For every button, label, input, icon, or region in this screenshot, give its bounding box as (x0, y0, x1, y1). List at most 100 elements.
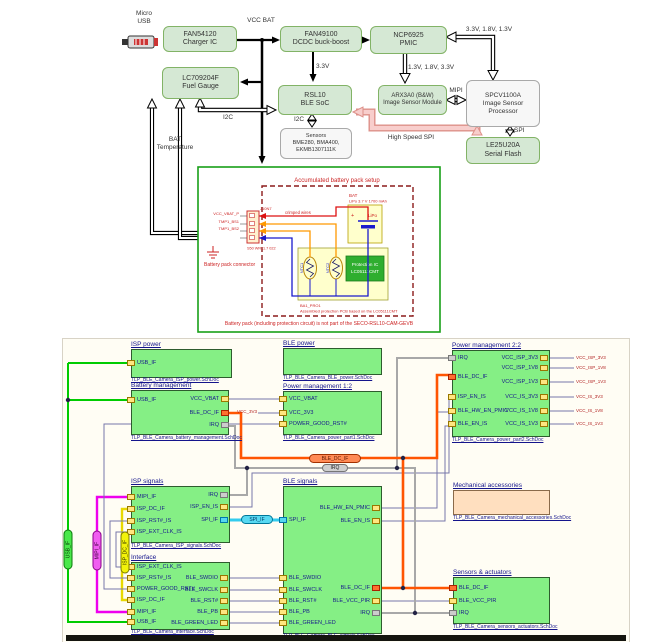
protection-pcb-ref: BA1_PRO1 (300, 303, 321, 308)
ntc1-label: NTC1 (299, 262, 304, 273)
sheet-caption-power-management-1: TLP_BLE_Camera_power_part1.SchDoc (283, 435, 375, 441)
block-image-sensor-module: ARX3A0 (B&W) Image Sensor Module (378, 85, 447, 115)
sheet-caption-interface: TLP_BLE_Camera_interface.SchDoc (131, 629, 214, 635)
label-rails-out: 1.3V, 1.8V, 3.3V (408, 64, 455, 71)
port-ble-swclk: BLE_SWCLK (279, 587, 322, 593)
net-label-vcc-is-1v3: VCC_IS_1V3 (576, 421, 603, 426)
sheet-title-ble-power: BLE power (283, 340, 315, 347)
port-mipi-if: MIPI_IF (127, 609, 156, 615)
sheet-ble-power (283, 348, 382, 375)
sheet-caption-isp-power: TLP_BLE_Camera_ISP_power.SchDoc (131, 377, 219, 383)
port-isp-rst-is: ISP_RST#_IS (127, 518, 171, 524)
wire-label-irq: IRQ (322, 464, 348, 472)
port-isp-dc-if: ISP_DC_IF (127, 506, 165, 512)
port-ble-swclk: BLE_SWCLK (185, 587, 228, 593)
arrow-mipi (444, 94, 468, 106)
battery-spec: LiPo 3.7 V 1700 mAh (349, 199, 387, 204)
battery-ref: BAT (349, 193, 358, 198)
ntc2-label: NTC2 (325, 262, 330, 273)
block-charger-ic: FAN54120 Charger IC (163, 26, 237, 52)
port-ble-green-led: BLE_GREEN_LED (171, 620, 228, 626)
net-label-vcc-is-1v8: VCC_IS_1V8 (576, 408, 603, 413)
port-ble-en-is: BLE_EN_IS (448, 421, 487, 427)
port-irq: IRQ (449, 610, 469, 616)
port-power-good-rst: POWER_GOOD_RST# (279, 421, 347, 427)
block-image-sensor-processor: SPCV1100A Image Sensor Processor (466, 80, 540, 127)
sheet-caption-isp-signals: TLP_BLE_Camera_ISP_signals.SchDoc (131, 543, 222, 549)
block-sensors: Sensors BME280, BMA400, EKMB1307111K (280, 128, 352, 159)
sheet-title-isp-power: ISP power (131, 341, 161, 348)
protection-ic-line1: Protection IC (352, 262, 379, 267)
micro-usb-label: Micro USB (136, 10, 152, 25)
net-label-vcc-isp-1v3: VCC_ISP_1V3 (576, 379, 606, 384)
sheet-mechanical-accessories (453, 490, 550, 515)
port-usb-if: USB_IF (127, 619, 156, 625)
port-ble-hw-en-pmic: BLE_HW_EN_PMIC (448, 408, 508, 414)
port-usb-if: USB_IF (127, 397, 156, 403)
label-i2c-horizontal: I2C (222, 114, 234, 121)
sheet-title-power-management-1: Power management 1:2 (283, 383, 353, 390)
label-high-speed-spi: High Speed SPI (387, 134, 435, 141)
battery-setup-title: Accumulated battery pack setup (294, 178, 380, 184)
sheet-caption-mechanical-accessories: TLP_BLE_Camera_mechanical_accessories.Sc… (453, 515, 572, 521)
port-isp-en-is: ISP_EN_IS (190, 504, 228, 510)
protection-ic-line2: LC05111CMT (351, 269, 379, 274)
net-label-vcc-isp-3v3: VCC_ISP_3V3 (576, 355, 606, 360)
sheet-power-management-2 (452, 350, 550, 437)
port-irq: IRQ (209, 422, 229, 428)
port-ble-dc-if: BLE_DC_IF (341, 585, 380, 591)
port-isp-ext-clk-is: ISP_EXT_CLK_IS (127, 564, 182, 570)
micro-usb-icon (122, 35, 158, 49)
port-vcc-vbat: VCC_VBAT (190, 396, 229, 402)
port-vcc-is-1v8: VCC_IS_1V8 (505, 408, 548, 414)
battery-plus: + (351, 213, 354, 219)
wire-label-spi-if: SPI_IF (241, 515, 273, 524)
sheet-title-interface: Interface (131, 554, 157, 561)
port-isp-rst-is: ISP_RST#_IS (127, 575, 171, 581)
conn-pin2-net: TMP1_BS1 (219, 219, 240, 224)
sheet-title-ble-signals: BLE signals (283, 478, 318, 485)
conn-pin3-net: TMP1_BS2 (219, 226, 240, 231)
port-irq: IRQ (448, 355, 468, 361)
label-mipi: MIPI (449, 87, 463, 94)
battery-pack-footer: Battery pack (including protection circu… (225, 321, 414, 327)
port-ble-rst: BLE_RST# (190, 598, 228, 604)
port-ble-vcc-pir: BLE_VCC_PIR (449, 598, 496, 604)
battery-pack-schematic: Accumulated battery pack setup BAT LiPo … (197, 166, 441, 333)
wire-label-usb-if: USB_IF (63, 529, 73, 570)
sheet-title-sensors-actuators: Sensors & actuators (453, 569, 512, 576)
protection-pcb-note: Assembled protection PCB based on the LC… (300, 309, 398, 314)
net-label-vcc-isp-1v8: VCC_ISP_1V8 (576, 365, 606, 370)
battery-pack-connector-label: Battery pack connector (204, 262, 255, 268)
arrow-bat-temperature (146, 97, 203, 241)
port-ble-pb: BLE_PB (197, 609, 228, 615)
wire-label-mipi-if: MIPI_IF (92, 530, 102, 571)
arrow-spi-vertical (505, 125, 515, 137)
sheet-caption-sensors-actuators: TLP_BLE_Camera_sensors_actuators.SchDoc (453, 624, 558, 630)
sheet-title-mechanical-accessories: Mechanical accessories (453, 482, 523, 489)
sheet-title-power-management-2: Power management 2:2 (452, 342, 522, 349)
block-fuel-gauge: LC709204F Fuel Gauge (162, 67, 239, 99)
block-ble-soc: RSL10 BLE SoC (278, 85, 352, 115)
port-ble-pb: BLE_PB (279, 609, 310, 615)
sheet-caption-power-management-2: TLP_BLE_Camera_power_part2.SchDoc (452, 437, 544, 443)
port-irq: IRQ (360, 610, 380, 616)
sheet-isp-power (131, 349, 232, 378)
port-ble-green-led: BLE_GREEN_LED (279, 620, 336, 626)
wire-label-isp-dc-if: ISP_DC_IF (120, 531, 130, 574)
block-dcdc-buck-boost: FAN49100 DCDC buck-boost (280, 26, 362, 52)
sheet-caption-ble-power: TLP_BLE_Camera_BLE_power.SchDoc (283, 375, 373, 381)
label-bat-temperature: BAT Temperature (156, 136, 194, 151)
arrow-i2c-vertical (307, 113, 317, 128)
port-isp-ext-clk-is: ISP_EXT_CLK_IS (127, 529, 182, 535)
net-label-vcc-3v3: VCC_3V3 (236, 409, 257, 414)
arrow-i2c-horizontal (194, 96, 278, 116)
sheet-title-battery-management: Battery management (131, 382, 192, 389)
port-vcc-vbat: VCC_VBAT (279, 396, 318, 402)
label-rails-in: 3.3V, 1.8V, 1.3V (465, 26, 513, 33)
port-ble-hw-en-pmic: BLE_HW_EN_PMIC (320, 505, 380, 511)
port-vcc-is-3v3: VCC_IS_3V3 (505, 394, 548, 400)
wire-label-ble-dc-if: BLE_DC_IF (309, 454, 361, 463)
port-ble-dc-if: BLE_DC_IF (190, 410, 229, 416)
port-spi-if: SPI_IF (201, 517, 228, 523)
